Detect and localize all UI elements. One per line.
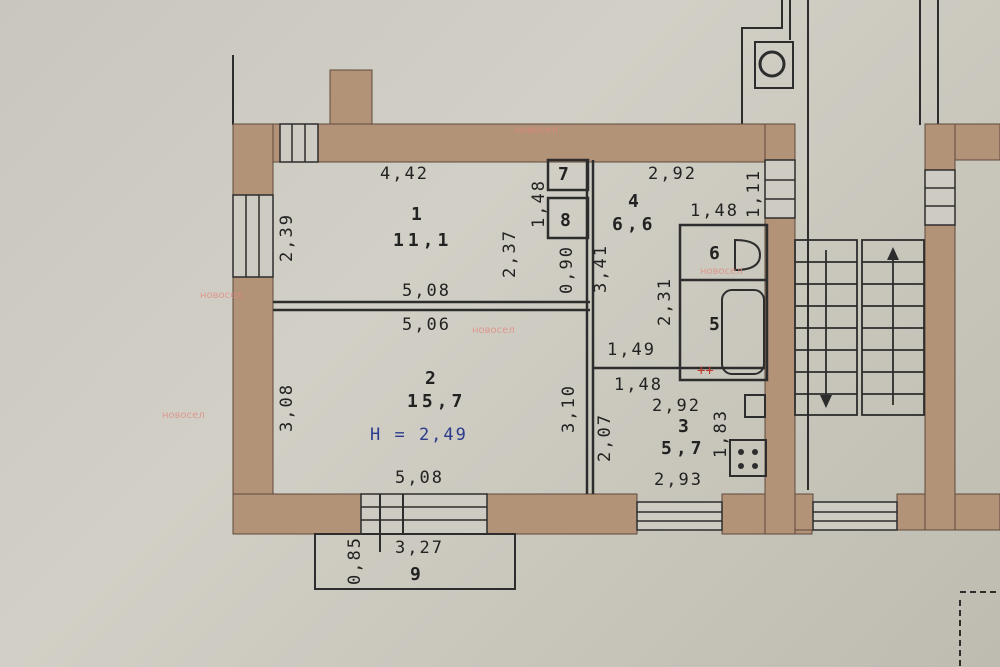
room-area-4: 6,6 xyxy=(612,214,657,235)
room-number-6: 6 xyxy=(709,243,724,264)
dashed-corner xyxy=(959,591,1000,667)
room-area-1: 11,1 xyxy=(393,230,453,251)
walls xyxy=(232,69,1000,535)
room-area-2: 15,7 xyxy=(407,391,467,412)
window-right-apartment xyxy=(924,169,956,226)
wall-bottom-mid xyxy=(486,493,638,535)
wall-bottom-left xyxy=(232,493,362,535)
dim-kitchen-right: 1,83 xyxy=(711,409,731,458)
closet-7 xyxy=(546,158,590,192)
room-number-4: 4 xyxy=(628,191,643,212)
dim-room4-top: 2,92 xyxy=(648,164,697,184)
dim-kitchen-top-1: 1,48 xyxy=(614,375,663,395)
room-area-3: 5,7 xyxy=(661,438,706,459)
dim-room1-left: 2,39 xyxy=(277,213,297,262)
watermark-1: новосел xyxy=(200,290,243,301)
dim-room2-right: 3,10 xyxy=(559,384,579,433)
wall-left xyxy=(232,123,274,535)
pipe-marker: ++ xyxy=(697,363,714,379)
window-stair xyxy=(812,501,898,531)
room-number-2: 2 xyxy=(425,368,440,389)
toilet-icon xyxy=(734,238,762,272)
stove-burners xyxy=(738,449,758,469)
closet-8 xyxy=(546,196,590,240)
stair-up-arrow-icon xyxy=(887,247,899,260)
wall-stair-bottom xyxy=(794,493,814,531)
dim-room4-left: 3,41 xyxy=(591,244,611,293)
right-apartment-line xyxy=(919,0,939,125)
staircase xyxy=(794,239,925,416)
watermark-4: новосел xyxy=(515,125,558,136)
dim-room1-bottom: 5,08 xyxy=(402,281,451,301)
stair-down-arrow-icon xyxy=(820,395,832,408)
shaft-outline xyxy=(741,0,783,132)
dim-kitchen-left: 2,07 xyxy=(595,413,615,462)
watermark-3: новосел xyxy=(162,410,205,421)
dim-hall-bottom: 1,49 xyxy=(607,340,656,360)
ventilation-shaft-icon xyxy=(758,50,786,78)
room-number-8: 8 xyxy=(560,210,575,231)
dim-balcony-width: 3,27 xyxy=(395,538,444,558)
balcony xyxy=(314,533,516,590)
dim-room4-right: 1,11 xyxy=(744,169,764,218)
room-number-5: 5 xyxy=(709,314,724,335)
window-left xyxy=(232,194,274,278)
window-top-right xyxy=(764,159,796,219)
dim-kitchen-bottom: 2,93 xyxy=(654,470,703,490)
dim-closet: 1,48 xyxy=(529,179,549,228)
dim-room2-top: 5,06 xyxy=(402,315,451,335)
dim-room1-top: 4,42 xyxy=(380,164,429,184)
room-number-3: 3 xyxy=(678,416,693,437)
stove-icon xyxy=(729,439,767,477)
watermark-2: новосел xyxy=(472,325,515,336)
shaft-box xyxy=(754,41,794,89)
room-number-7: 7 xyxy=(558,164,573,185)
dim-kitchen-top-2: 2,92 xyxy=(652,396,701,416)
window-bottom-left xyxy=(360,493,488,535)
stair-line xyxy=(789,0,809,490)
bathtub-icon xyxy=(721,289,765,375)
room-number-9: 9 xyxy=(410,564,425,585)
window-top-left xyxy=(279,123,319,163)
ceiling-height: H = 2,49 xyxy=(370,425,468,445)
dim-room4-mid: 1,48 xyxy=(690,201,739,221)
watermark-5: новосел xyxy=(700,266,743,277)
bathroom-block xyxy=(678,223,769,382)
dim-balcony-depth: 0,85 xyxy=(345,536,365,585)
dim-room2-bottom: 5,08 xyxy=(395,468,444,488)
dim-door-0-90: 0,90 xyxy=(557,245,577,294)
window-bottom-kitchen xyxy=(636,501,723,531)
dim-hall-right: 2,31 xyxy=(655,277,675,326)
sink-icon xyxy=(744,394,766,418)
dim-room1-right: 2,37 xyxy=(500,229,520,278)
room-number-1: 1 xyxy=(411,204,426,225)
dim-room2-left: 3,08 xyxy=(277,383,297,432)
